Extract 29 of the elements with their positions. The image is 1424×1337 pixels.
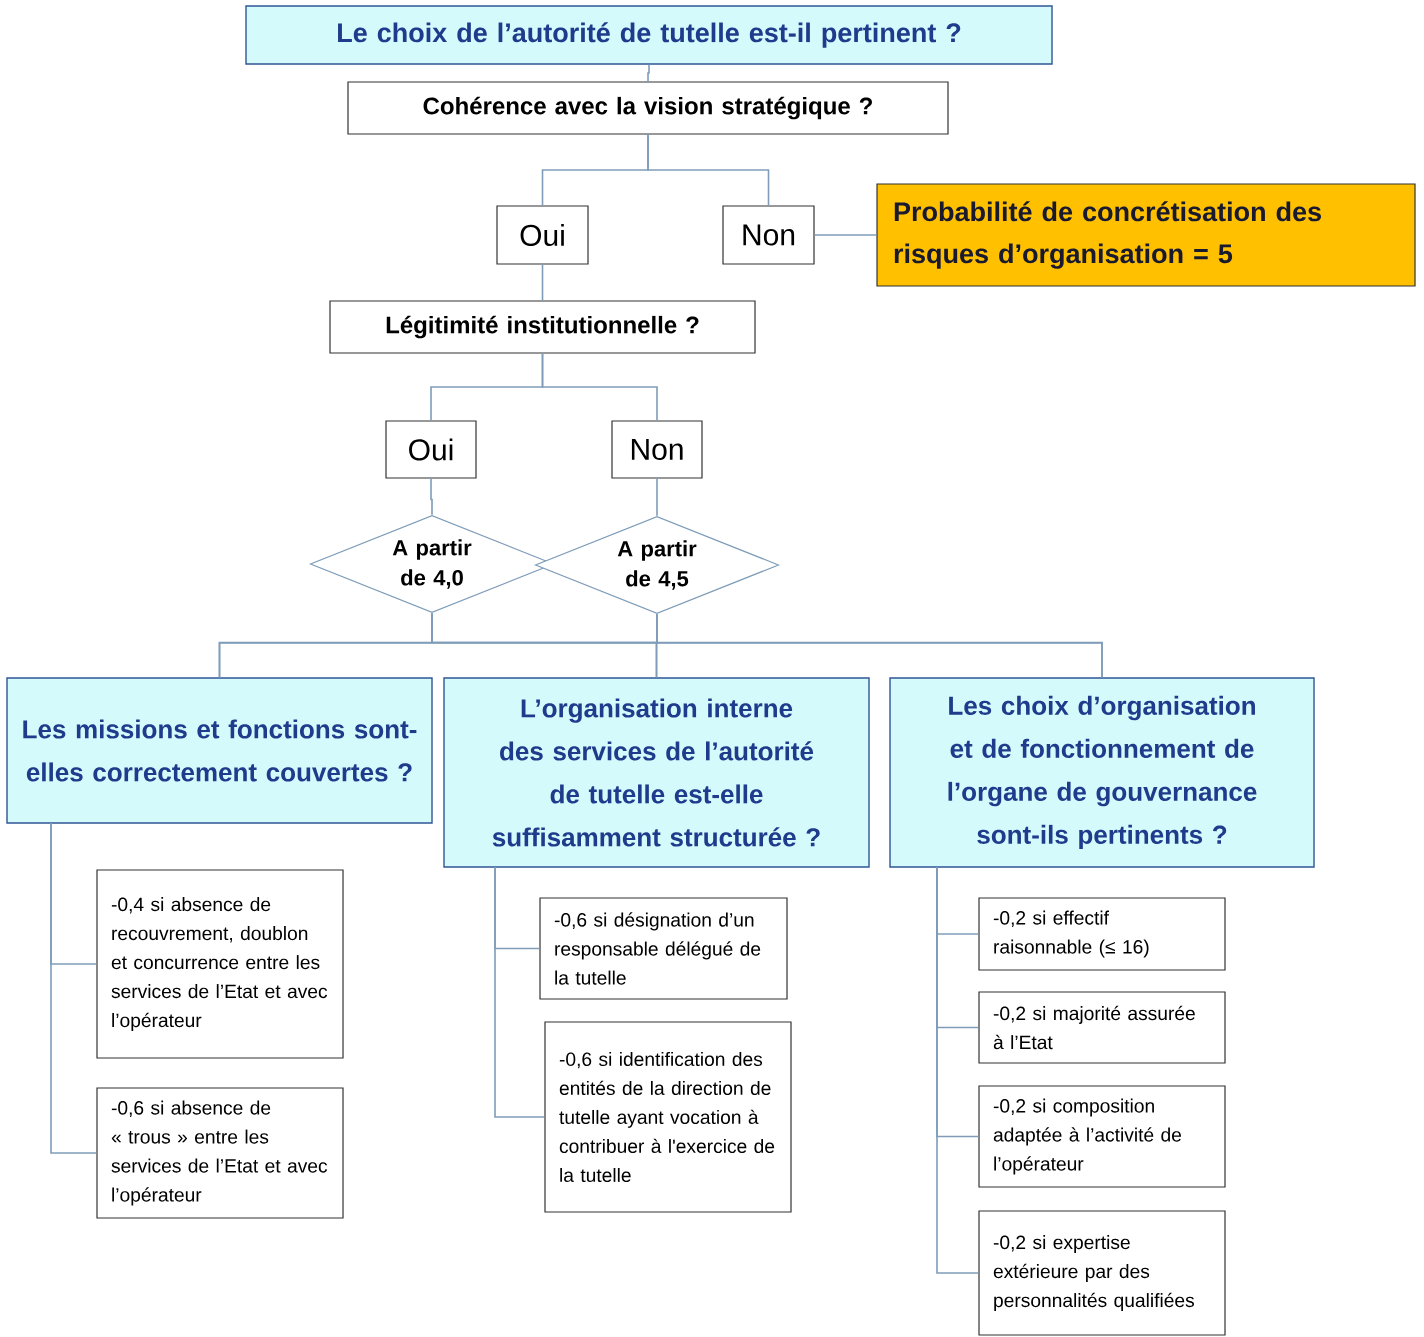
result-box: Probabilité de concrétisation des risques d’organisation = 5 xyxy=(876,183,1416,287)
question-box: Cohérence avec la vision stratégique ? xyxy=(347,81,949,135)
penalty-box: -0,2 si majorité assurée à l’Etat xyxy=(978,991,1226,1064)
penalty-box: -0,2 si expertise extérieure par des personnalités qualifiées xyxy=(978,1210,1226,1336)
answer-box: Non xyxy=(611,420,703,479)
connector-line xyxy=(494,866,546,1118)
connector-line xyxy=(656,613,1103,679)
penalty-box: -0,2 si effectif raisonnable (≤ 16) xyxy=(978,897,1226,971)
penalty-box: -0,6 si désignation d’un responsable délégué de la tutelle xyxy=(539,897,788,1000)
connector-line xyxy=(813,234,878,236)
connector-line xyxy=(541,263,544,302)
connector-line xyxy=(647,133,770,207)
criterion-box: L’organisation interne des services de l’autorité de tutelle est-elle suffisamment structurée ? xyxy=(443,677,870,868)
penalty-box: -0,2 si composition adaptée à l’activité de l’opérateur xyxy=(978,1085,1226,1188)
penalty-box: -0,4 si absence de recouvrement, doublon et concurrence entre les services de l’Etat et avec l’opérateur xyxy=(96,869,344,1059)
connector-line xyxy=(541,352,658,422)
question-box: Le choix de l’autorité de tutelle est-il pertinent ? xyxy=(245,5,1053,65)
criterion-box: Les choix d’organisation et de fonctionnement de l’organe de gouvernance sont-ils pertinents ? xyxy=(889,677,1315,868)
question-box: Légitimité institutionnelle ? xyxy=(329,300,756,354)
answer-box: Oui xyxy=(385,420,477,479)
criterion-box: Les missions et fonctions sont-elles correctement couvertes ? xyxy=(6,677,433,824)
answer-box: Non xyxy=(722,205,815,265)
penalty-box: -0,6 si absence de « trous » entre les services de l’Etat et avec l’opérateur xyxy=(96,1087,344,1219)
connector-line xyxy=(656,477,658,517)
connector-line xyxy=(50,822,98,1154)
connector-line xyxy=(647,63,650,83)
penalty-box: -0,6 si identification des entités de la direction de tutelle ayant vocation à contribuer à l'exercice de la tutelle xyxy=(544,1021,792,1213)
answer-box: Oui xyxy=(496,205,589,265)
connector-line xyxy=(430,477,433,516)
